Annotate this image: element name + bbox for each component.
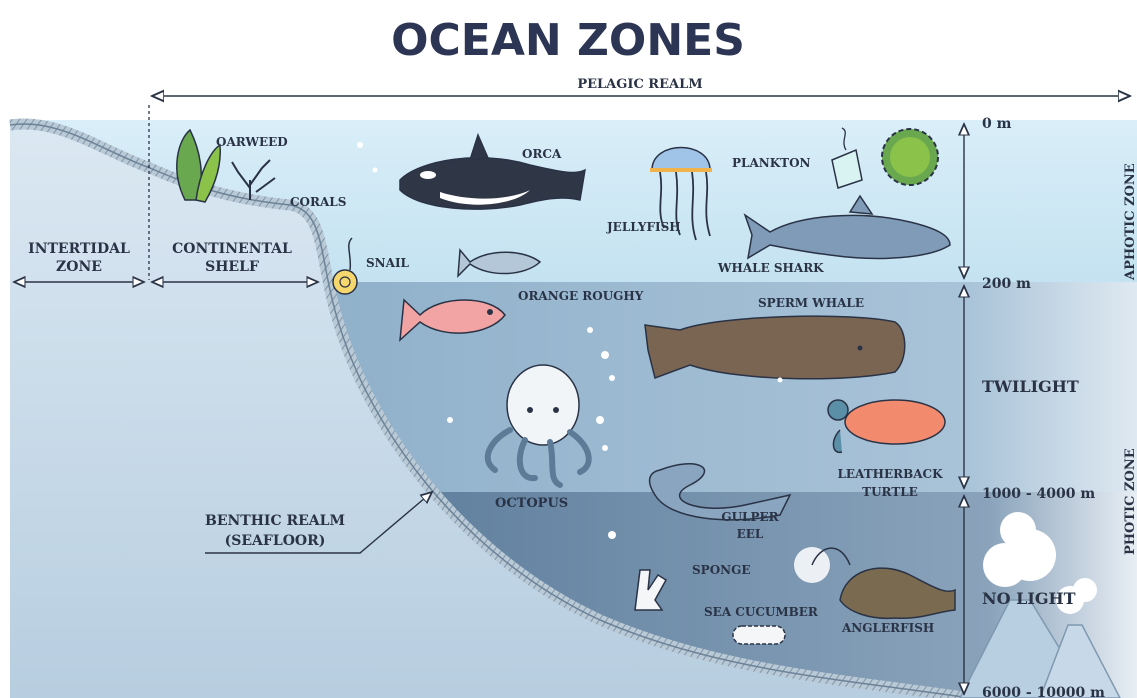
sea-cucumber-illustration: [733, 626, 785, 644]
label-corals: CORALS: [290, 195, 346, 209]
intertidal-label-2: ZONE: [56, 259, 102, 275]
label-orange-roughy: ORANGE ROUGHY: [518, 289, 644, 303]
intertidal-label-1: INTERTIDAL: [28, 241, 130, 257]
label-anglerfish: ANGLERFISH: [841, 621, 934, 635]
zone-no-light: NO LIGHT: [982, 589, 1076, 608]
label-orca: ORCA: [522, 147, 562, 161]
benthic-realm-label-2: (SEAFLOOR): [225, 533, 326, 549]
label-jellyfish: JELLYFISH: [606, 220, 681, 234]
depth-6000-10000m: 6000 - 10000 m: [982, 685, 1105, 698]
depth-1000-4000m: 1000 - 4000 m: [982, 486, 1095, 502]
page-title: OCEAN ZONES: [391, 15, 745, 66]
label-oarweed: OARWEED: [216, 135, 288, 149]
label-sponge: SPONGE: [692, 563, 751, 577]
depth-200m: 200 m: [982, 276, 1031, 292]
zone-photic: PHOTIC ZONE: [1123, 448, 1137, 555]
label-leatherback-2: TURTLE: [862, 485, 918, 499]
zone-twilight: TWILIGHT: [982, 377, 1079, 396]
benthic-realm-label-1: BENTHIC REALM: [205, 513, 345, 529]
label-snail: SNAIL: [366, 256, 410, 270]
label-sperm-whale: SPERM WHALE: [758, 296, 864, 310]
label-plankton: PLANKTON: [732, 156, 811, 170]
depth-0m: 0 m: [982, 116, 1012, 132]
pelagic-realm-label: PELAGIC REALM: [577, 77, 702, 92]
label-leatherback-1: LEATHERBACK: [837, 467, 943, 481]
zone-aphotic: APHOTIC ZONE: [1123, 163, 1137, 281]
label-gulper-1: GULPER: [721, 510, 779, 524]
continental-shelf-label-1: CONTINENTAL: [172, 241, 292, 257]
label-whale-shark: WHALE SHARK: [717, 261, 824, 275]
label-gulper-2: EEL: [737, 527, 764, 541]
label-octopus: OCTOPUS: [495, 496, 568, 511]
continental-shelf-label-2: SHELF: [205, 259, 259, 275]
label-sea-cucumber: SEA CUCUMBER: [704, 605, 819, 619]
